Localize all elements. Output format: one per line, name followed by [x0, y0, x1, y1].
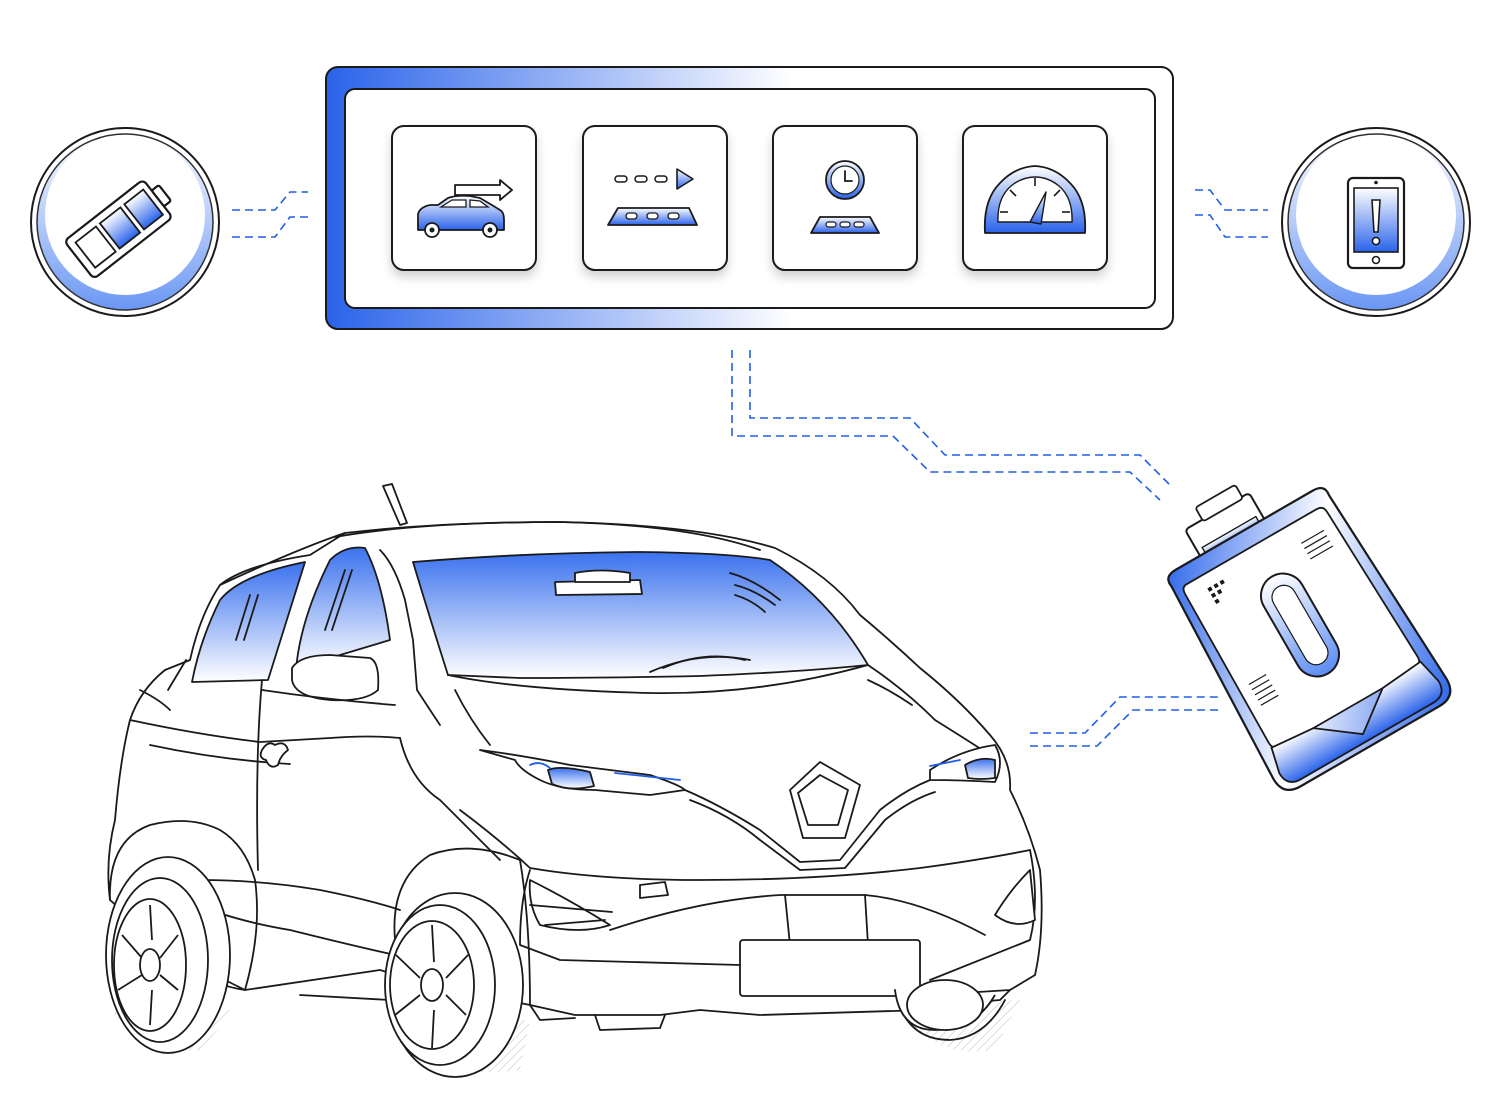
- front-left-wheel: [384, 892, 524, 1078]
- car-overlay: [244, 859, 996, 1031]
- phone-alert-icon: [1346, 176, 1406, 270]
- tile-speed[interactable]: [962, 125, 1108, 271]
- battery-icon: [65, 180, 172, 279]
- tile-time-track[interactable]: [772, 125, 918, 271]
- feature-panel: [325, 66, 1174, 330]
- electric-car-illustration: [107, 483, 1043, 1072]
- rear-wheel: [105, 856, 231, 1054]
- arrow-track-icon: [607, 168, 698, 226]
- car-move-icon: [417, 179, 513, 238]
- battery-badge: [30, 127, 220, 317]
- speedometer-icon: [983, 165, 1087, 234]
- phone-alert-badge: [1281, 127, 1471, 317]
- clock-track-icon: [810, 160, 880, 234]
- tile-car-move[interactable]: [391, 125, 537, 271]
- tile-route-track[interactable]: [582, 125, 728, 271]
- obd-dongle: [1167, 484, 1452, 791]
- obd-dongle-icon: [1167, 484, 1452, 791]
- connector-lines: [232, 189, 1268, 747]
- car-wheels: [105, 856, 524, 1078]
